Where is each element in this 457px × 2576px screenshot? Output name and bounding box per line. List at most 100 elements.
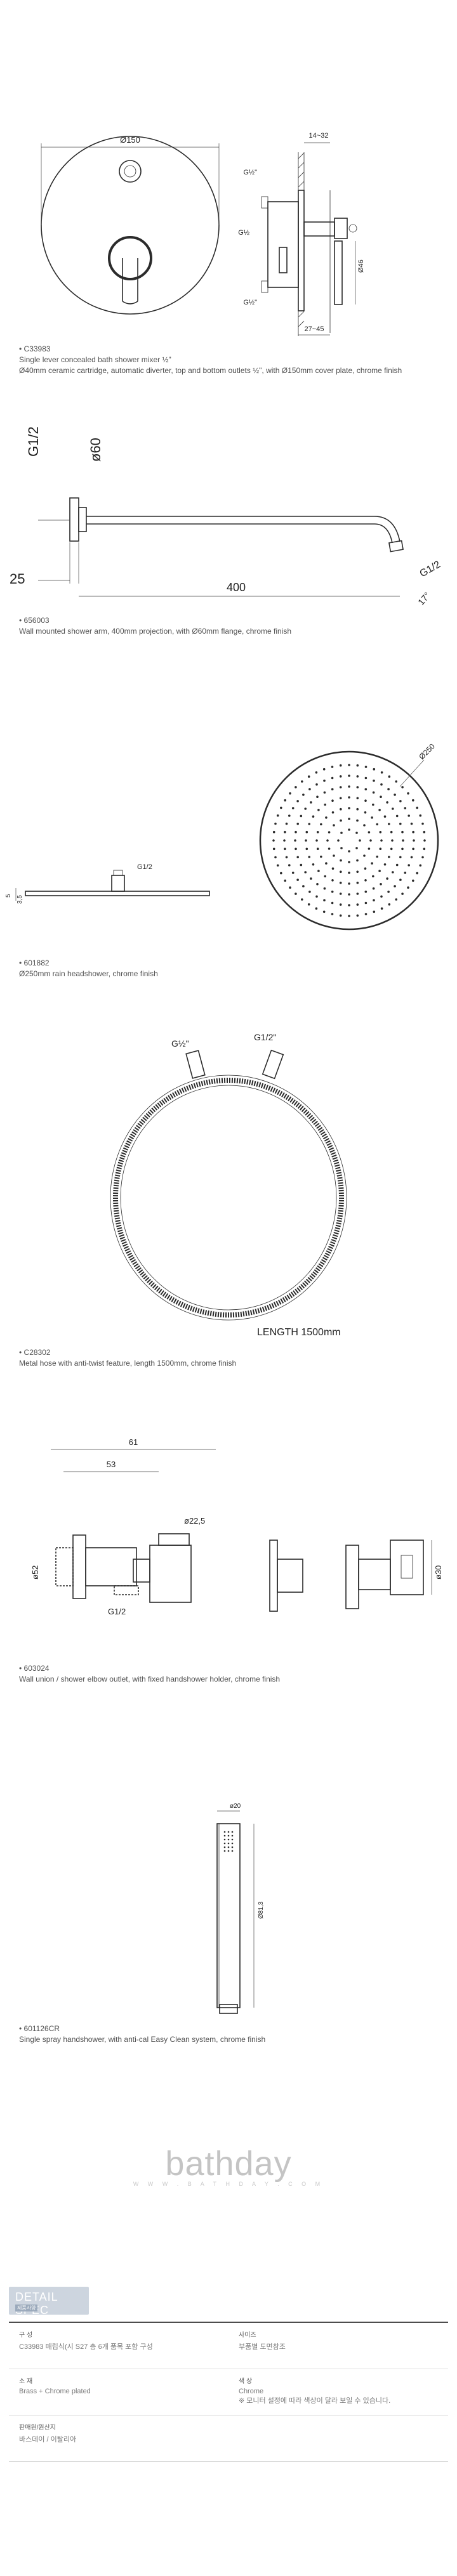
nozzle-dot [284, 879, 287, 882]
spec-cell-size: 사이즈 부품별 도면참조 [228, 2323, 448, 2369]
nozzle-dot [410, 822, 413, 825]
nozzle-dot [412, 799, 414, 802]
nozzle-dot [380, 771, 383, 774]
nozzle-dot [371, 816, 373, 819]
handshower-nozzle-dot [223, 1831, 226, 1833]
nozzle-dot [280, 806, 282, 809]
spec-value: 부품별 도면참조 [239, 2343, 286, 2351]
product-section-arm: G1/2 ø60 25 400 G1/2 17° • 656003 Wall m… [0, 393, 457, 685]
nozzle-dot [305, 847, 308, 851]
nozzle-dot [364, 811, 367, 814]
nozzle-dot [388, 903, 391, 906]
nozzle-dot [284, 830, 286, 834]
handshower-nozzle-dot [227, 1838, 230, 1841]
nozzle-dot [315, 907, 318, 910]
nozzle-dot [276, 864, 279, 867]
mixer-dim-gmid: G½ [238, 229, 249, 237]
handshower-nozzle-dot [223, 1850, 226, 1852]
nozzle-dot [295, 892, 297, 895]
arm-dim-outlet: G1/2 [418, 559, 443, 579]
nozzle-dot [315, 783, 318, 786]
nozzle-dot [412, 879, 414, 882]
nozzle-dot [340, 819, 342, 822]
nozzle-dot [317, 809, 320, 811]
mixer-dim-gbot: G½" [243, 299, 257, 306]
nozzle-dot [337, 839, 340, 842]
brand-url: W W W . B A T H D A Y . C O M [133, 2181, 324, 2187]
mixer-caption: • C33983 Single lever concealed bath sho… [19, 344, 402, 376]
nozzle-dot [404, 872, 407, 874]
nozzle-dot [348, 828, 350, 831]
nozzle-dot [416, 872, 418, 875]
hose-caption: • C28302 Metal hose with anti-twist feat… [19, 1347, 236, 1369]
nozzle-dot [285, 822, 288, 825]
nozzle-dot [323, 780, 326, 782]
nozzle-dot [364, 766, 368, 768]
nozzle-dot [407, 814, 410, 817]
nozzle-dot [323, 899, 326, 901]
handshower-drawing: ø20 Ø81,3 [216, 1803, 265, 2014]
arm-caption: • 656003 Wall mounted shower arm, 400mm … [19, 615, 291, 637]
arm-drawing: G1/2 ø60 25 400 G1/2 17° [10, 426, 443, 607]
product-desc: Single lever concealed bath shower mixer… [19, 355, 171, 364]
nozzle-dot [364, 901, 368, 905]
head-dim-h2: 3,5 [17, 895, 23, 904]
nozzle-dot [391, 839, 394, 842]
nozzle-dot [364, 776, 368, 780]
nozzle-dot [380, 883, 382, 886]
nozzle-dot [291, 807, 295, 809]
nozzle-dot [305, 830, 308, 834]
nozzle-dot [423, 847, 426, 851]
handshower-nozzle-dot [231, 1831, 234, 1833]
nozzle-dot [390, 830, 393, 834]
nozzle-dot [376, 823, 378, 826]
nozzle-dot [331, 811, 334, 814]
product-section-handshower: ø20 Ø81,3 • 601126CR Single spray handsh… [0, 1725, 457, 2055]
nozzle-dot [339, 903, 342, 906]
hand-dim-diameter: ø20 [230, 1803, 241, 1810]
nozzle-dot [348, 850, 350, 853]
nozzle-dot [272, 830, 275, 834]
product-desc: Metal hose with anti-twist feature, leng… [19, 1359, 237, 1368]
nozzle-dot [280, 872, 282, 875]
head-dim-diameter: Ø250 [417, 742, 437, 761]
spec-label: 소 재 [19, 2378, 33, 2385]
product-desc-2: Ø40mm ceramic cartridge, automatic diver… [19, 366, 402, 375]
nozzle-dot [395, 780, 397, 783]
nozzle-dot [404, 807, 407, 809]
handshower-nozzle-dot [223, 1846, 226, 1848]
nozzle-dot [284, 847, 286, 851]
nozzle-dot [355, 847, 358, 849]
wall-union-drawing: 61 53 ø22,5 ø52 G1/2 ø30 [30, 1437, 443, 1616]
nozzle-dot [363, 824, 366, 827]
nozzle-dot [399, 856, 402, 859]
nozzle-dot [372, 791, 375, 794]
nozzle-dot [320, 823, 322, 826]
spec-row: 소 재 Brass + Chrome plated 색 상 Chrome ※ 모… [9, 2369, 448, 2416]
spec-label: 사이즈 [239, 2332, 256, 2339]
handshower-nozzle-dot [231, 1838, 234, 1841]
nozzle-dot [423, 830, 426, 834]
nozzle-dot [392, 871, 394, 873]
nozzle-dot [388, 856, 390, 858]
nozzle-dot [410, 856, 413, 859]
nozzle-dot [295, 847, 297, 851]
nozzle-dot [295, 786, 297, 788]
nozzle-dot [348, 775, 350, 777]
product-section-wall-union: 61 53 ø22,5 ø52 G1/2 ø30 • 603024 Wall u… [0, 1396, 457, 1725]
nozzle-dot [322, 768, 326, 771]
nozzle-dot [304, 871, 307, 873]
nozzle-dot [388, 775, 391, 778]
spec-cell-seller: 판매원/원산지 바스데이 / 이탈리아 [9, 2416, 228, 2461]
mixer-dim-gtop: G½" [243, 169, 257, 176]
nozzle-dot [348, 818, 350, 820]
nozzle-dot [390, 847, 393, 851]
nozzle-dot [323, 791, 326, 794]
nozzle-dot [356, 786, 359, 788]
spec-label: 판매원/원산지 [19, 2424, 56, 2431]
nozzle-dot [308, 856, 311, 858]
nozzle-dot [369, 839, 372, 842]
nozzle-dot [307, 903, 310, 906]
nozzle-dot [392, 807, 394, 810]
nozzle-dot [328, 831, 331, 834]
